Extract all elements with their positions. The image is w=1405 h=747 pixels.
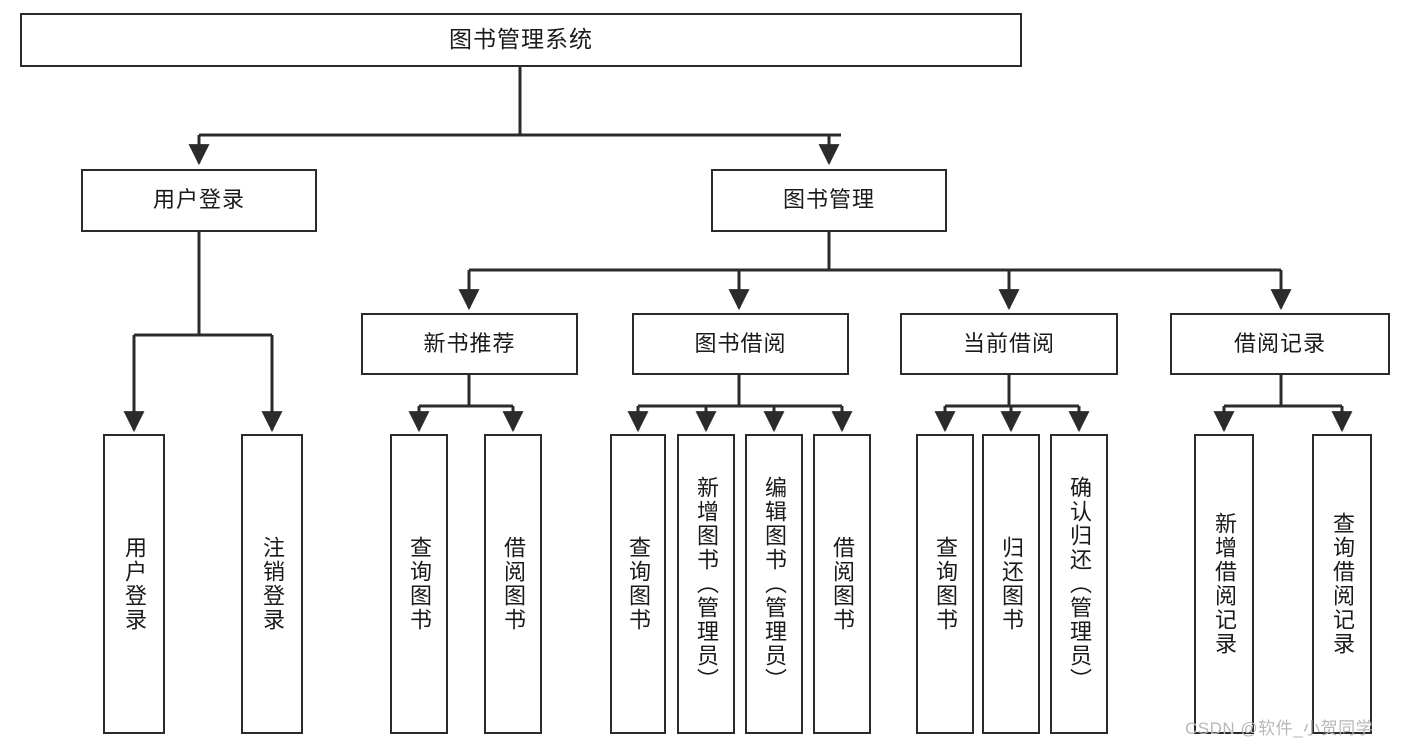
- node-label: 新增图书（管理员）: [693, 476, 719, 692]
- node-label: 查询借阅记录: [1329, 512, 1355, 656]
- node-new-book-recommend[interactable]: 新书推荐: [361, 313, 578, 375]
- node-user-login[interactable]: 用户登录: [81, 169, 317, 232]
- node-leaf-confirm-return[interactable]: 确认归还（管理员）: [1050, 434, 1108, 734]
- node-leaf-add-book[interactable]: 新增图书（管理员）: [677, 434, 735, 734]
- node-label: 新增借阅记录: [1211, 512, 1237, 656]
- node-label: 图书借阅: [694, 330, 787, 356]
- node-label: 用户登录: [152, 187, 245, 213]
- node-label: 归还图书: [998, 536, 1024, 632]
- node-leaf-logout-login[interactable]: 注销登录: [241, 434, 303, 734]
- node-label: 编辑图书（管理员）: [761, 476, 787, 692]
- node-book-borrow[interactable]: 图书借阅: [632, 313, 849, 375]
- node-label: 用户登录: [121, 536, 147, 632]
- node-book-management[interactable]: 图书管理: [711, 169, 947, 232]
- node-label: 当前借阅: [962, 330, 1055, 356]
- node-leaf-borrow-book-2[interactable]: 借阅图书: [813, 434, 871, 734]
- node-leaf-borrow-book-1[interactable]: 借阅图书: [484, 434, 542, 734]
- node-leaf-user-login[interactable]: 用户登录: [103, 434, 165, 734]
- node-label: 借阅图书: [500, 536, 526, 632]
- node-label: 查询图书: [932, 536, 958, 632]
- node-label: 查询图书: [406, 536, 432, 632]
- node-current-borrow[interactable]: 当前借阅: [900, 313, 1118, 375]
- node-label: 图书管理: [782, 187, 875, 213]
- node-borrow-record[interactable]: 借阅记录: [1170, 313, 1390, 375]
- node-leaf-query-book-1[interactable]: 查询图书: [390, 434, 448, 734]
- node-leaf-edit-book[interactable]: 编辑图书（管理员）: [745, 434, 803, 734]
- node-leaf-query-borrow-record[interactable]: 查询借阅记录: [1312, 434, 1372, 734]
- node-label: 借阅记录: [1233, 330, 1326, 356]
- node-label: 借阅图书: [829, 536, 855, 632]
- node-label: 图书管理系统: [449, 26, 593, 53]
- node-root-book-management-system[interactable]: 图书管理系统: [20, 13, 1022, 67]
- node-leaf-query-book-3[interactable]: 查询图书: [916, 434, 974, 734]
- node-label: 查询图书: [625, 536, 651, 632]
- node-leaf-query-book-2[interactable]: 查询图书: [610, 434, 666, 734]
- node-leaf-return-book[interactable]: 归还图书: [982, 434, 1040, 734]
- node-label: 确认归还（管理员）: [1066, 476, 1092, 692]
- csdn-watermark: CSDN @软件_小贺同学: [1185, 719, 1374, 738]
- node-label: 新书推荐: [423, 330, 516, 356]
- node-label: 注销登录: [259, 536, 285, 632]
- node-leaf-add-borrow-record[interactable]: 新增借阅记录: [1194, 434, 1254, 734]
